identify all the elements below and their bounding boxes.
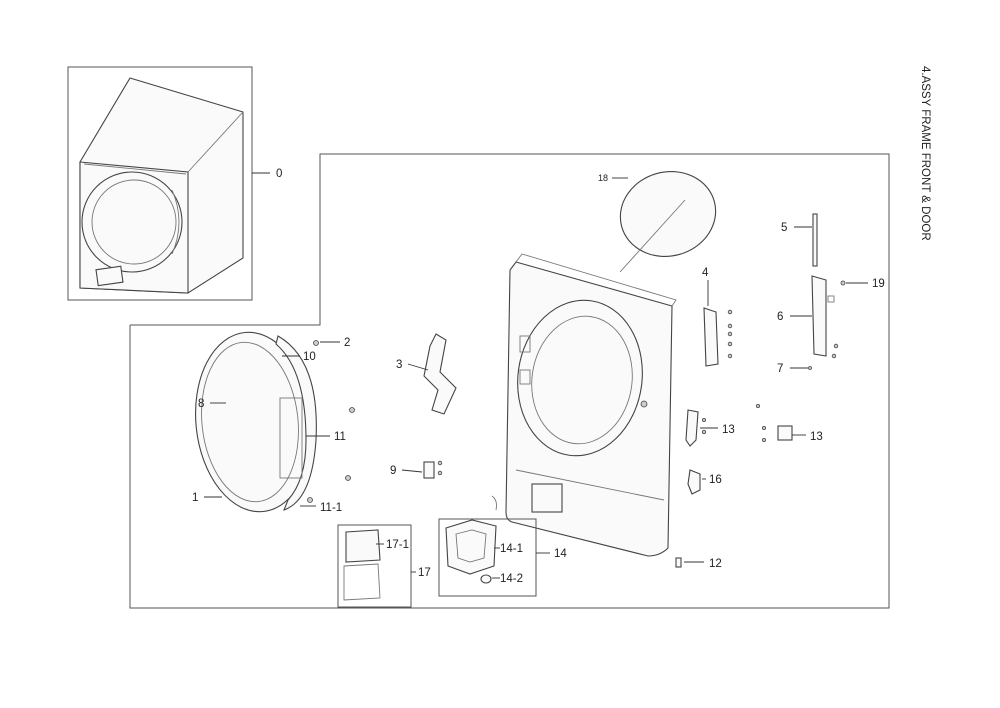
washer-overview-illustration — [79, 77, 244, 294]
sub-box-14: 14-1 14-2 14 — [438, 518, 567, 597]
callout-14: 14 — [554, 548, 567, 560]
callout-11-1: 11-1 — [320, 502, 342, 514]
sub-box-17: 17-1 17 — [337, 524, 431, 608]
part-7-pin: 7 — [777, 363, 812, 375]
callout-12: 12 — [709, 558, 722, 570]
part-18-cover-sheet: 18 — [598, 171, 717, 273]
callout-6: 6 — [777, 311, 783, 323]
callout-17: 17 — [418, 567, 431, 579]
part-5-rod: 5 — [781, 213, 818, 267]
callout-11: 11 — [334, 431, 346, 443]
part-13-switch-right: 13 — [756, 403, 823, 443]
part-6-side-bracket: 6 — [777, 275, 839, 359]
part-9-latch: 9 — [390, 460, 443, 479]
callout-16: 16 — [709, 474, 722, 486]
callout-10: 10 — [303, 351, 316, 363]
part-19-screw: 19 — [840, 278, 885, 290]
callout-19: 19 — [872, 278, 885, 290]
part-13-switch-left: 13 — [685, 409, 735, 447]
part-4-bracket: 4 — [702, 267, 733, 367]
part-3-hinge: 3 — [396, 333, 457, 415]
callout-0: 0 — [276, 168, 282, 180]
callout-1: 1 — [192, 492, 198, 504]
callout-2: 2 — [344, 337, 350, 349]
main-frame-outline — [129, 153, 890, 609]
spring-clip — [491, 495, 497, 511]
callout-3: 3 — [396, 359, 402, 371]
callout-9: 9 — [390, 465, 396, 477]
callout-4: 4 — [702, 267, 709, 279]
callout-5: 5 — [781, 222, 787, 234]
overview-box: 0 — [67, 66, 282, 301]
callout-7: 7 — [777, 363, 783, 375]
door-assembly: 2 10 8 11 1 11-1 — [192, 331, 355, 514]
part-16-lock: 16 — [687, 469, 722, 495]
part-12-connector: 12 — [675, 557, 722, 570]
callout-17-1: 17-1 — [386, 539, 409, 551]
callout-14-1: 14-1 — [500, 543, 523, 555]
callout-8: 8 — [198, 398, 204, 410]
diagram-title: 4.ASSY FRAME FRONT & DOOR — [919, 66, 931, 241]
front-frame-panel — [505, 253, 677, 557]
callout-18: 18 — [598, 173, 608, 183]
callout-13-right: 13 — [810, 431, 823, 443]
callout-13-left: 13 — [722, 424, 735, 436]
callout-14-2: 14-2 — [500, 573, 523, 585]
